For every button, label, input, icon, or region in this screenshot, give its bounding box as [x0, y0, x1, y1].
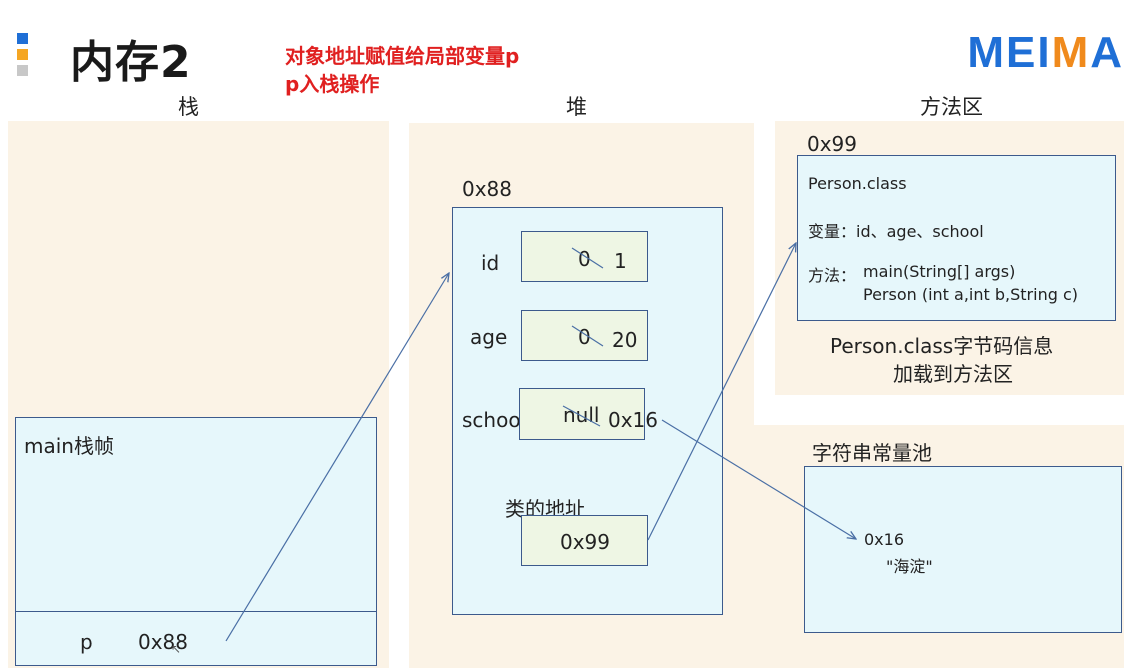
class-name: Person.class	[808, 174, 907, 193]
cursor-icon: ↖	[171, 642, 182, 656]
arrow-school-to-string-pool	[661, 419, 856, 539]
strike-school-old	[562, 405, 601, 427]
main-frame-label: main栈帧	[24, 434, 114, 458]
string-pool-box	[804, 466, 1122, 633]
accent-bar-orange	[17, 49, 28, 60]
logo-text-3: A	[1090, 28, 1124, 77]
note-line-1: 对象地址赋值给局部变量p	[285, 44, 520, 68]
string-pool-title: 字符串常量池	[812, 441, 932, 465]
brand-logo: MEIMA	[967, 28, 1124, 78]
field-cell-school	[519, 388, 645, 440]
heap-object-address: 0x88	[462, 177, 513, 201]
method-area-address: 0x99	[807, 132, 858, 156]
arrow-classref-to-method-area	[647, 243, 796, 541]
field-new-id: 1	[614, 249, 627, 273]
accent-bar-gray	[17, 65, 28, 76]
stack-frame-divider	[16, 611, 376, 612]
class-info-box	[797, 155, 1116, 321]
field-name-id: id	[481, 251, 500, 275]
stack-var-name: p	[80, 630, 93, 654]
main-stack-frame	[15, 417, 377, 666]
class-ref-value: 0x99	[560, 530, 611, 554]
class-caption-line-1: Person.class字节码信息	[830, 334, 1054, 358]
accent-bar-blue	[17, 33, 28, 44]
strike-id-old	[571, 247, 604, 269]
class-vars: 变量：id、age、school	[808, 222, 984, 241]
method-constructor: Person (int a,int b,String c)	[863, 285, 1078, 304]
strike-age-old	[571, 325, 604, 347]
methods-label: 方法：	[808, 266, 857, 285]
method-main: main(String[] args)	[863, 262, 1016, 281]
logo-text-1: MEI	[967, 28, 1052, 77]
arrow-stack-to-heap	[225, 273, 449, 642]
stack-heading: 栈	[178, 95, 199, 119]
logo-text-2: M	[1051, 28, 1091, 77]
page-title: 内存2	[70, 37, 192, 88]
string-address: 0x16	[864, 530, 905, 549]
field-new-school: 0x16	[608, 408, 659, 432]
note-line-2: p入栈操作	[285, 72, 380, 96]
string-value: "海淀"	[886, 557, 933, 576]
class-ref-cell	[521, 515, 648, 566]
class-caption-line-2: 加载到方法区	[893, 362, 1013, 386]
field-old-age: 0	[578, 325, 591, 349]
heap-heading: 堆	[566, 95, 587, 119]
field-name-school: school	[462, 408, 527, 432]
field-new-age: 20	[612, 328, 638, 352]
field-name-age: age	[470, 325, 508, 349]
stack-var-value: 0x88	[138, 630, 189, 654]
field-cell-age	[521, 310, 648, 361]
field-old-id: 0	[578, 247, 591, 271]
method-area-heading: 方法区	[920, 95, 983, 119]
